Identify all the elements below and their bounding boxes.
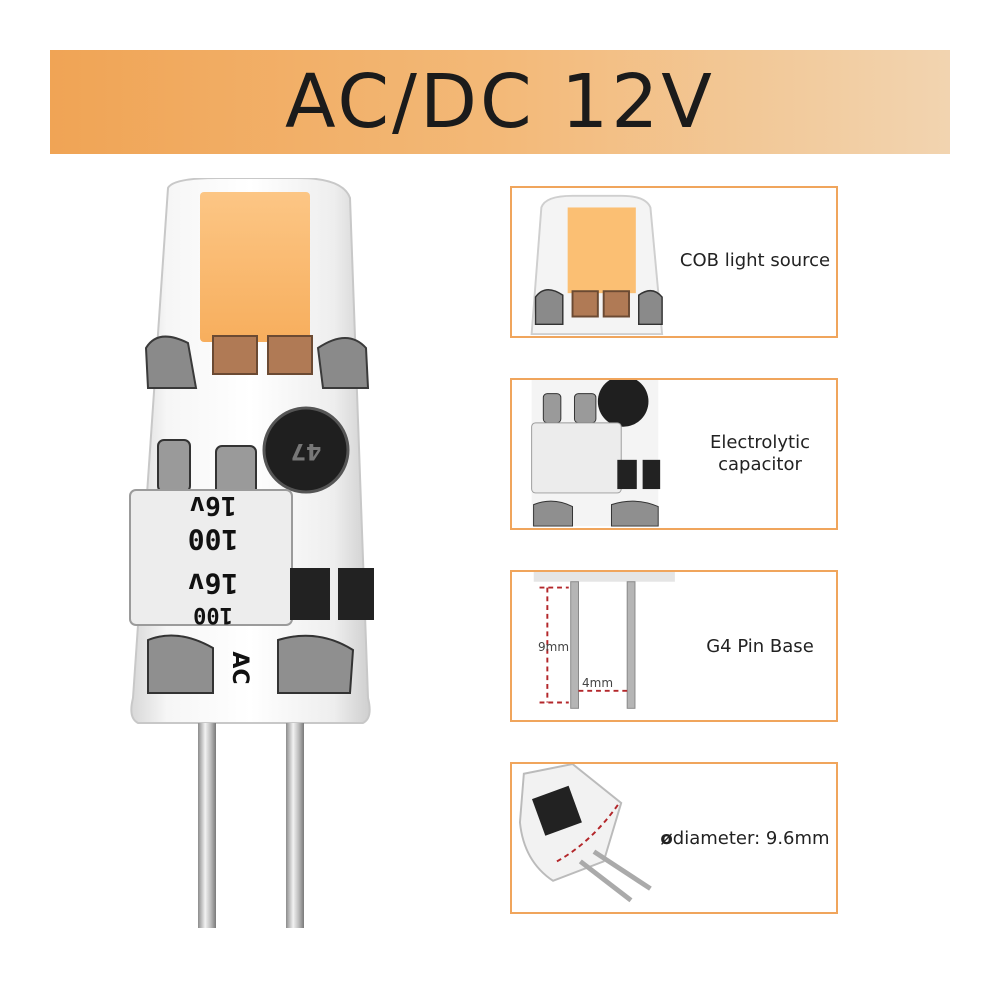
cob-label: COB light source — [679, 250, 831, 271]
svg-text:47: 47 — [291, 438, 322, 463]
capacitor-label-line-2: capacitor — [718, 454, 802, 475]
diameter-icon: ø — [660, 828, 673, 849]
capacitor-label: Electrolytic capacitor — [682, 432, 836, 476]
pin-right — [286, 723, 304, 928]
diameter-value: diameter: 9.6mm — [672, 828, 830, 849]
title-banner: AC/DC 12V — [50, 50, 950, 154]
svg-text:100: 100 — [188, 523, 239, 556]
pin-left — [198, 723, 216, 928]
capacitor-label-line-1: Electrolytic — [709, 432, 811, 453]
diameter-label: ødiameter: 9.6mm — [652, 828, 836, 850]
capacitor-thumbnail — [531, 380, 661, 527]
g4-bulb-image: 16v 100 16v 100 AC 47 — [129, 178, 374, 928]
svg-text:16v: 16v — [188, 567, 239, 600]
panel-cob-light-source: COB light source — [510, 186, 838, 338]
panel-electrolytic-capacitor: Electrolytic capacitor — [510, 378, 838, 530]
pin-height-label: 9mm — [538, 640, 570, 654]
led-chip — [200, 192, 310, 342]
svg-text:AC: AC — [227, 651, 252, 684]
pin-base-thumbnail — [533, 572, 675, 709]
pin-base-label: G4 Pin Base — [706, 636, 814, 657]
pin-spacing-label: 4mm — [582, 676, 614, 690]
panel-diameter: ødiameter: 9.6mm — [510, 762, 838, 914]
inductor — [262, 406, 350, 494]
banner-title: AC/DC 12V — [285, 59, 715, 145]
diameter-thumbnail — [518, 764, 652, 903]
capacitor — [129, 489, 293, 626]
cob-thumbnail — [530, 194, 664, 336]
panel-g4-pin-base: 9mm 4mm G4 Pin Base — [510, 570, 838, 722]
svg-text:100: 100 — [193, 602, 233, 627]
svg-text:16v: 16v — [190, 490, 237, 520]
